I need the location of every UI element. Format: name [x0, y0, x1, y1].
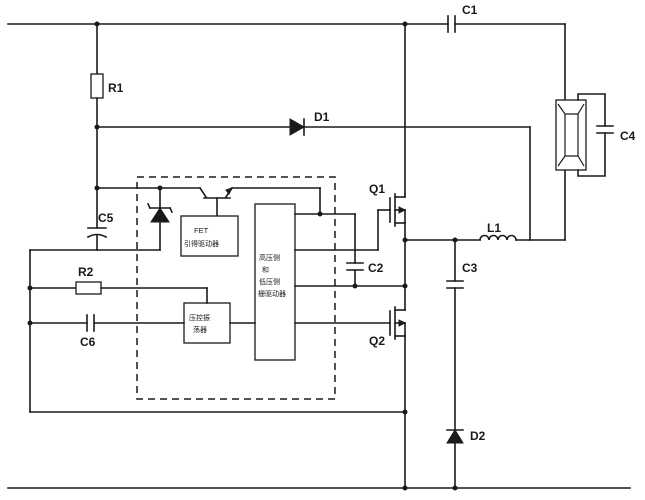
r2-resistor [75, 281, 102, 295]
gate-driver-label-4: 栅驱动器 [258, 289, 286, 298]
label-c5: C5 [98, 211, 114, 225]
d2-diode-body [446, 429, 464, 444]
q2-arrow [398, 319, 407, 327]
gate-driver-label-2: 和 [262, 265, 269, 274]
q1-arrow [398, 206, 407, 214]
oscillator-block [183, 302, 231, 344]
oscillator-label-2: 荡器 [193, 325, 207, 334]
c4-filament-bottom [557, 155, 585, 167]
label-r2: R2 [78, 265, 94, 279]
fet-driver-label-2: 引得驱动器 [184, 239, 219, 248]
label-c1: C1 [462, 3, 478, 17]
fet-driver-block [180, 215, 239, 257]
junction-dot [452, 485, 458, 491]
oscillator-label-1: 压控振 [189, 313, 210, 322]
zener-diode-body [150, 207, 170, 223]
r1-resistor [90, 73, 104, 99]
label-c3: C3 [462, 261, 478, 275]
label-l1: L1 [487, 221, 501, 235]
label-q1: Q1 [369, 182, 385, 196]
l1-inductor [479, 234, 517, 241]
c4-load-body [555, 99, 587, 171]
zener-bar-tail [146, 202, 152, 210]
c4-cap-top-wire [577, 93, 606, 127]
c4-filament-top [557, 103, 585, 115]
fet-driver-label-1: FET [194, 226, 209, 235]
c4-cap-bottom-wire [577, 132, 606, 177]
ic-boundary [136, 176, 336, 400]
gate-driver-block [254, 203, 296, 361]
label-d2: D2 [470, 429, 486, 443]
label-c4: C4 [620, 129, 636, 143]
fet-arrow [225, 187, 233, 195]
label-c2: C2 [368, 261, 384, 275]
junction-dot [317, 211, 323, 217]
d1-diode-body [289, 118, 306, 136]
gate-driver-label-1: 高压侧 [259, 253, 280, 262]
label-q2: Q2 [369, 334, 385, 348]
label-r1: R1 [108, 81, 124, 95]
zener-bar-tail [168, 206, 174, 214]
gate-driver-label-3: 低压侧 [259, 277, 280, 286]
label-d1: D1 [314, 110, 330, 124]
label-c6: C6 [80, 335, 96, 349]
fet-emitter-lead [198, 186, 208, 199]
